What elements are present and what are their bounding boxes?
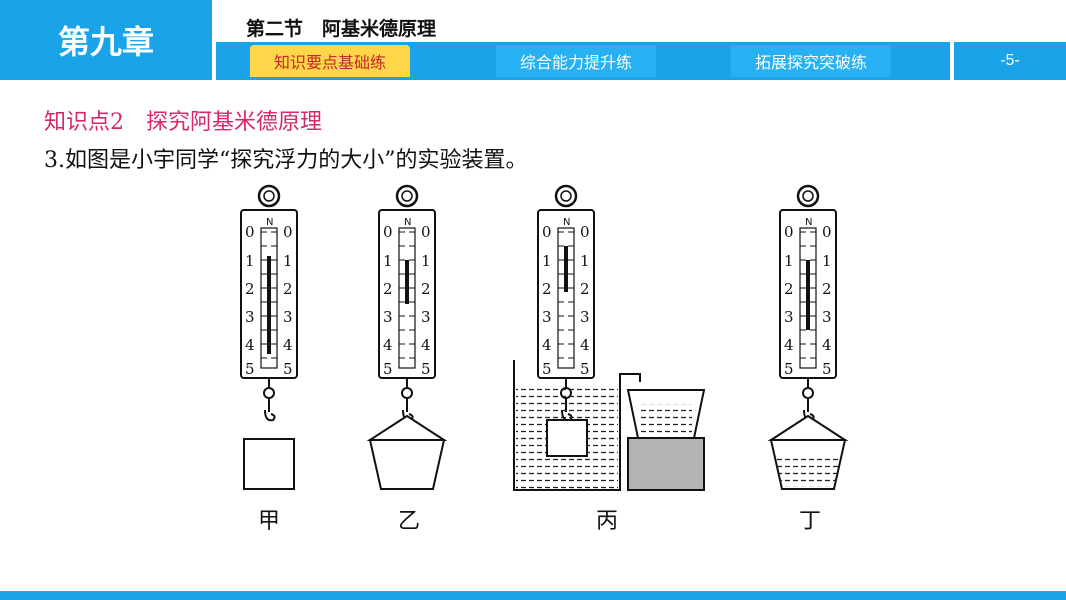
- svg-text:1: 1: [784, 252, 794, 270]
- svg-text:1: 1: [421, 252, 431, 270]
- svg-text:0: 0: [580, 223, 590, 241]
- svg-text:5: 5: [245, 360, 255, 378]
- svg-text:2: 2: [383, 280, 393, 298]
- svg-text:0: 0: [542, 223, 552, 241]
- svg-text:1: 1: [245, 252, 255, 270]
- svg-text:1: 1: [822, 252, 832, 270]
- svg-text:3: 3: [383, 308, 393, 326]
- scale-yi: N 0 0 1 1 2 2 3 3 4 4 5 5: [377, 184, 437, 422]
- overflow-cup-bing: [513, 360, 641, 491]
- svg-text:2: 2: [542, 280, 552, 298]
- cube-block-jia: [243, 438, 295, 490]
- svg-text:3: 3: [784, 308, 794, 326]
- svg-text:0: 0: [822, 223, 832, 241]
- svg-text:4: 4: [822, 336, 832, 354]
- svg-text:1: 1: [542, 252, 552, 270]
- svg-text:3: 3: [822, 308, 832, 326]
- scale-jia: N 0 0 1 1 2 2 3 3 4 4 5 5: [239, 184, 299, 422]
- tab-ability-improvement[interactable]: 综合能力提升练: [496, 45, 656, 77]
- tab-extension-exploration[interactable]: 拓展探究突破练: [731, 45, 891, 77]
- svg-text:0: 0: [784, 223, 794, 241]
- svg-text:4: 4: [580, 336, 590, 354]
- svg-text:5: 5: [421, 360, 431, 378]
- svg-text:N: N: [805, 217, 812, 228]
- svg-text:4: 4: [245, 336, 255, 354]
- scale-ding: N 0 0 1 1 2 2 3 3 4 4 5 5: [778, 184, 838, 422]
- svg-text:4: 4: [283, 336, 293, 354]
- label-yi: 乙: [398, 509, 420, 534]
- svg-text:4: 4: [421, 336, 431, 354]
- svg-text:2: 2: [784, 280, 794, 298]
- section-title: 第二节 阿基米德原理: [246, 18, 437, 40]
- svg-text:N: N: [404, 217, 411, 228]
- svg-text:3: 3: [580, 308, 590, 326]
- label-bing: 丙: [596, 509, 618, 534]
- label-jia: 甲: [258, 509, 280, 534]
- empty-bucket-yi: [366, 414, 448, 490]
- svg-text:0: 0: [421, 223, 431, 241]
- svg-text:2: 2: [421, 280, 431, 298]
- svg-text:3: 3: [283, 308, 293, 326]
- svg-text:N: N: [563, 217, 570, 228]
- svg-text:0: 0: [383, 223, 393, 241]
- chapter-title: 第九章: [0, 0, 212, 80]
- svg-text:1: 1: [383, 252, 393, 270]
- knowledge-point-heading: 知识点2 探究阿基米德原理: [44, 110, 322, 135]
- svg-text:2: 2: [580, 280, 590, 298]
- svg-text:2: 2: [245, 280, 255, 298]
- bottom-bar: [0, 591, 1066, 600]
- svg-text:4: 4: [383, 336, 393, 354]
- collecting-bucket-bing: [626, 389, 706, 491]
- svg-text:2: 2: [283, 280, 293, 298]
- svg-text:4: 4: [542, 336, 552, 354]
- label-ding: 丁: [799, 509, 821, 534]
- svg-text:0: 0: [283, 223, 293, 241]
- svg-text:5: 5: [383, 360, 393, 378]
- svg-text:N: N: [266, 217, 273, 228]
- svg-text:4: 4: [784, 336, 794, 354]
- svg-text:5: 5: [542, 360, 552, 378]
- page-number: -5-: [954, 42, 1066, 80]
- svg-text:3: 3: [245, 308, 255, 326]
- svg-text:5: 5: [822, 360, 832, 378]
- scale-bing: N 0 0 1 1 2 2 3 3 4 4 5 5: [536, 184, 596, 422]
- svg-text:5: 5: [784, 360, 794, 378]
- svg-text:2: 2: [822, 280, 832, 298]
- svg-text:1: 1: [283, 252, 293, 270]
- filled-bucket-ding: [767, 414, 849, 490]
- question-text: 3.如图是小宇同学“探究浮力的大小”的实验装置。: [44, 148, 528, 173]
- svg-text:0: 0: [245, 223, 255, 241]
- experiment-figure: N 0 0 1 1 2 2 3 3 4 4 5 5 甲 N 0 0 1 1 2 2 3 3 4 4 5…: [239, 184, 849, 534]
- svg-text:5: 5: [580, 360, 590, 378]
- svg-text:3: 3: [542, 308, 552, 326]
- svg-text:3: 3: [421, 308, 431, 326]
- svg-text:5: 5: [283, 360, 293, 378]
- tab-basic-practice[interactable]: 知识要点基础练: [250, 45, 410, 77]
- svg-text:1: 1: [580, 252, 590, 270]
